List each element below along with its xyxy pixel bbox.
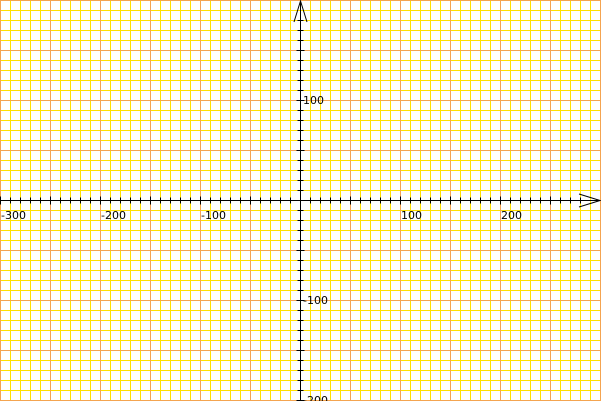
y-axis-arrow	[293, 0, 308, 23]
x-axis-arrow	[578, 193, 601, 208]
x-tick-label: -200	[101, 209, 126, 222]
tick-labels: -300 -200 -100 100 200 100 -100 -200	[1, 94, 522, 401]
x-tick-label: 100	[401, 209, 422, 222]
x-tick-label: 200	[501, 209, 522, 222]
y-tick-label: -200	[303, 394, 328, 401]
x-tick-label: -100	[201, 209, 226, 222]
y-tick-label: 100	[303, 94, 324, 107]
y-tick-label: -100	[303, 294, 328, 307]
x-tick-label: -300	[1, 209, 26, 222]
axis-ticks	[0, 20, 581, 401]
